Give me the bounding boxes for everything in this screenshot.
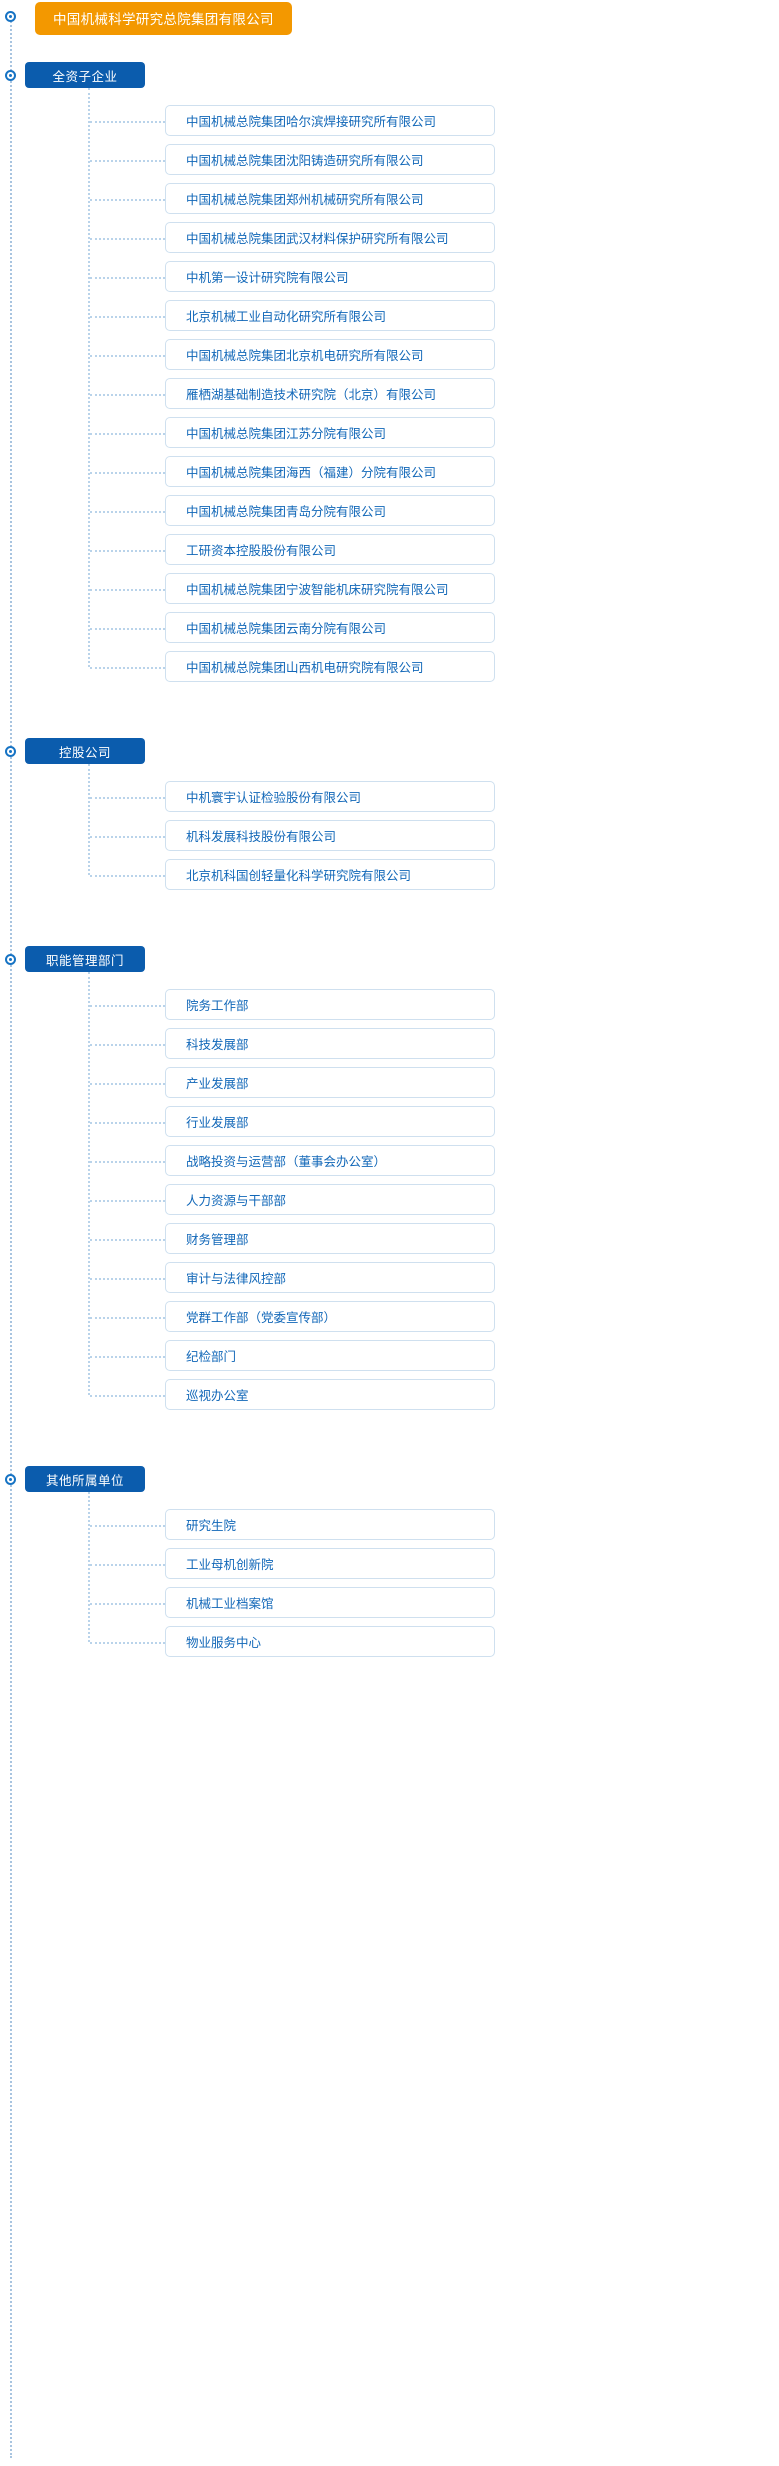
org-unit-item[interactable]: 科技发展部 xyxy=(165,1028,495,1059)
org-unit-item[interactable]: 中国机械总院集团青岛分院有限公司 xyxy=(165,495,495,526)
org-unit-item[interactable]: 物业服务中心 xyxy=(165,1626,495,1657)
leaf-connector-line xyxy=(90,1316,165,1319)
leaf-connector-line xyxy=(90,237,165,240)
leaf-connector-line xyxy=(90,159,165,162)
category-bullet-icon xyxy=(5,69,16,81)
org-unit-item[interactable]: 机械工业档案馆 xyxy=(165,1587,495,1618)
org-unit-item[interactable]: 审计与法律风控部 xyxy=(165,1262,495,1293)
leaf-connector-line xyxy=(90,432,165,435)
org-unit-item[interactable]: 北京机科国创轻量化科学研究院有限公司 xyxy=(165,859,495,890)
org-unit-item[interactable]: 巡视办公室 xyxy=(165,1379,495,1410)
category-branch-line xyxy=(88,88,90,667)
leaf-connector-line xyxy=(90,1641,165,1644)
org-unit-item[interactable]: 工研资本控股股份有限公司 xyxy=(165,534,495,565)
leaf-connector-line xyxy=(90,1004,165,1007)
leaf-connector-line xyxy=(90,1199,165,1202)
org-unit-item[interactable]: 中国机械总院集团山西机电研究院有限公司 xyxy=(165,651,495,682)
org-unit-item[interactable]: 北京机械工业自动化研究所有限公司 xyxy=(165,300,495,331)
org-unit-item[interactable]: 院务工作部 xyxy=(165,989,495,1020)
leaf-connector-line xyxy=(90,666,165,669)
leaf-connector-line xyxy=(90,549,165,552)
org-unit-item[interactable]: 中国机械总院集团北京机电研究所有限公司 xyxy=(165,339,495,370)
org-unit-item[interactable]: 中国机械总院集团江苏分院有限公司 xyxy=(165,417,495,448)
org-unit-item[interactable]: 党群工作部（党委宣传部） xyxy=(165,1301,495,1332)
leaf-connector-line xyxy=(90,510,165,513)
leaf-connector-line xyxy=(90,354,165,357)
leaf-connector-line xyxy=(90,1524,165,1527)
org-unit-item[interactable]: 纪检部门 xyxy=(165,1340,495,1371)
leaf-connector-line xyxy=(90,796,165,799)
root-bullet-icon xyxy=(5,11,16,22)
org-unit-item[interactable]: 中国机械总院集团武汉材料保护研究所有限公司 xyxy=(165,222,495,253)
org-unit-item[interactable]: 中国机械总院集团郑州机械研究所有限公司 xyxy=(165,183,495,214)
org-unit-item[interactable]: 中国机械总院集团云南分院有限公司 xyxy=(165,612,495,643)
leaf-connector-line xyxy=(90,198,165,201)
category-node-4[interactable]: 其他所属单位 xyxy=(25,1466,145,1492)
org-unit-item[interactable]: 中国机械总院集团海西（福建）分院有限公司 xyxy=(165,456,495,487)
org-unit-item[interactable]: 产业发展部 xyxy=(165,1067,495,1098)
category-branch-line xyxy=(88,1492,90,1642)
org-unit-item[interactable]: 战略投资与运营部（董事会办公室） xyxy=(165,1145,495,1176)
leaf-connector-line xyxy=(90,835,165,838)
category-node-3[interactable]: 职能管理部门 xyxy=(25,946,145,972)
category-branch-line xyxy=(88,972,90,1395)
leaf-connector-line xyxy=(90,1602,165,1605)
leaf-connector-line xyxy=(90,1082,165,1085)
org-unit-item[interactable]: 人力资源与干部部 xyxy=(165,1184,495,1215)
category-bullet-icon xyxy=(5,953,16,965)
root-node-row: 中国机械科学研究总院集团有限公司 xyxy=(0,0,292,36)
category-branch-line xyxy=(88,764,90,875)
leaf-connector-line xyxy=(90,627,165,630)
org-unit-item[interactable]: 工业母机创新院 xyxy=(165,1548,495,1579)
org-unit-item[interactable]: 中国机械总院集团沈阳铸造研究所有限公司 xyxy=(165,144,495,175)
leaf-connector-line xyxy=(90,1043,165,1046)
category-bullet-icon xyxy=(5,745,16,757)
leaf-connector-line xyxy=(90,874,165,877)
main-trunk-line xyxy=(10,18,12,2458)
org-unit-item[interactable]: 财务管理部 xyxy=(165,1223,495,1254)
org-unit-item[interactable]: 雁栖湖基础制造技术研究院（北京）有限公司 xyxy=(165,378,495,409)
org-unit-item[interactable]: 中机寰宇认证检验股份有限公司 xyxy=(165,781,495,812)
org-unit-item[interactable]: 中国机械总院集团哈尔滨焊接研究所有限公司 xyxy=(165,105,495,136)
org-unit-item[interactable]: 研究生院 xyxy=(165,1509,495,1540)
leaf-connector-line xyxy=(90,1394,165,1397)
org-unit-item[interactable]: 行业发展部 xyxy=(165,1106,495,1137)
org-unit-item[interactable]: 中机第一设计研究院有限公司 xyxy=(165,261,495,292)
leaf-connector-line xyxy=(90,471,165,474)
leaf-connector-line xyxy=(90,276,165,279)
root-organization-node[interactable]: 中国机械科学研究总院集团有限公司 xyxy=(35,1,292,35)
leaf-connector-line xyxy=(90,315,165,318)
org-unit-item[interactable]: 机科发展科技股份有限公司 xyxy=(165,820,495,851)
leaf-connector-line xyxy=(90,1121,165,1124)
org-unit-item[interactable]: 中国机械总院集团宁波智能机床研究院有限公司 xyxy=(165,573,495,604)
leaf-connector-line xyxy=(90,1238,165,1241)
category-bullet-icon xyxy=(5,1473,16,1485)
category-node-2[interactable]: 控股公司 xyxy=(25,738,145,764)
leaf-connector-line xyxy=(90,393,165,396)
leaf-connector-line xyxy=(90,120,165,123)
leaf-connector-line xyxy=(90,1355,165,1358)
leaf-connector-line xyxy=(90,1563,165,1566)
category-node-1[interactable]: 全资子企业 xyxy=(25,62,145,88)
leaf-connector-line xyxy=(90,1277,165,1280)
leaf-connector-line xyxy=(90,1160,165,1163)
leaf-connector-line xyxy=(90,588,165,591)
